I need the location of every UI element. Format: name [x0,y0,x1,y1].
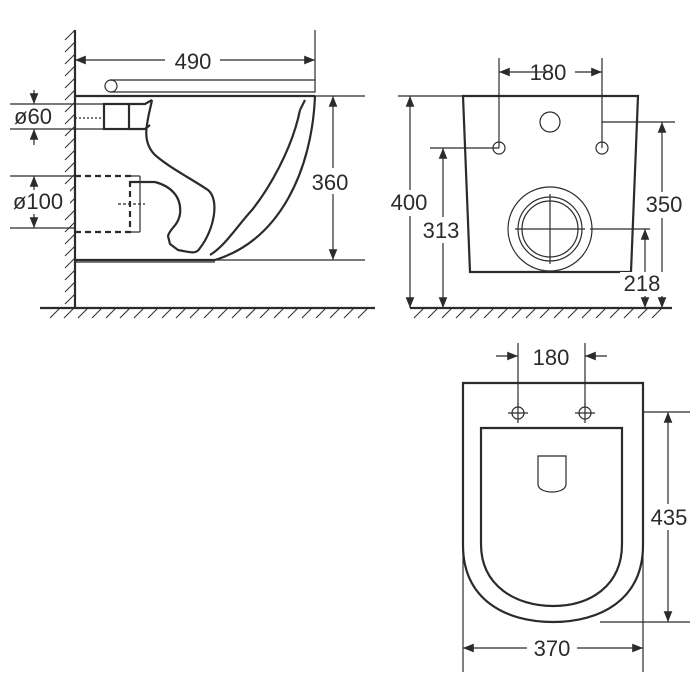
side-view: 490 360 ø60 ø100 [4,29,375,319]
dim-490-label: 490 [175,49,212,74]
outlet-opening [507,186,593,272]
front-dim-180: 180 [498,58,603,148]
floor [40,306,375,319]
front-dim-400-label: 400 [391,190,428,215]
front-dim-180-label: 180 [530,60,567,85]
top-inlet-cutout [537,455,567,493]
wall [64,29,77,308]
outlet-pipe-dashed [75,174,132,234]
front-dim-313: 313 [418,147,499,308]
top-view: 180 435 370 [461,343,693,672]
front-dim-218: 218 [590,228,666,308]
top-dim-370-label: 370 [534,636,571,661]
dim-pipe-100: ø100 [4,175,75,229]
top-dim-180: 180 [496,343,607,405]
wall-hatching [64,29,76,305]
dim-pipe-60: ø60 [10,90,104,145]
top-seat-outline [479,426,624,608]
front-floor [410,306,672,319]
inlet-fitting [102,102,131,131]
dim-360-label: 360 [312,170,349,195]
front-dim-313-label: 313 [423,218,460,243]
toilet-side-body [75,79,317,263]
front-dim-218-label: 218 [624,271,661,296]
top-outer-outline [461,381,645,624]
dim-490: 490 [75,30,316,80]
top-dim-180-label: 180 [533,345,570,370]
dim-pipe-60-label: ø60 [14,104,52,129]
front-view: 180 400 313 350 218 [386,58,690,319]
front-dim-350-label: 350 [646,192,683,217]
dim-360: 360 [215,95,365,261]
floor-hatching [49,307,369,319]
top-dim-435: 435 [600,411,693,623]
top-dim-370: 370 [462,545,644,672]
front-dim-400: 400 [386,95,463,308]
top-bolt-left [508,403,528,423]
water-inlet-hole [539,111,561,133]
dim-pipe-100-label: ø100 [13,189,63,214]
hinge-circle [104,79,118,93]
top-dim-435-label: 435 [651,505,688,530]
top-bolt-right [575,403,595,423]
